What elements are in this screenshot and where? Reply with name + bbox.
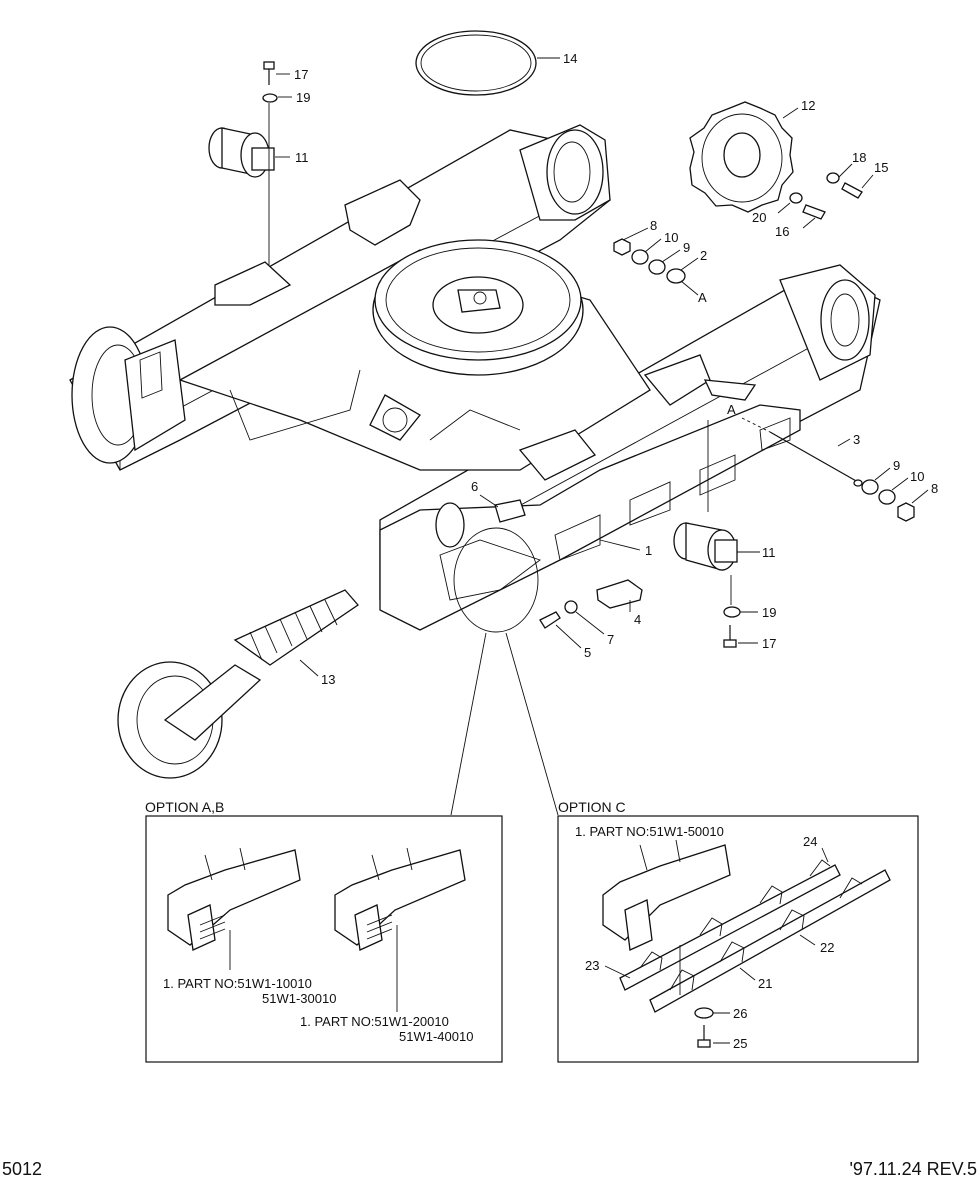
revision-stamp: '97.11.24 REV.5 (849, 1159, 977, 1179)
callout-21: 21 (758, 976, 772, 991)
callout-6: 6 (471, 479, 478, 494)
callout-labels: 14 17 19 11 12 18 15 20 16 8 10 9 2 A A … (294, 51, 938, 687)
sprocket-mount-housing (519, 124, 611, 221)
option-c-part-1: 1. PART NO:51W1-50010 (575, 824, 724, 839)
washer-part-10-bottom (878, 489, 896, 505)
bolt-part-25 (697, 1039, 711, 1048)
washer-part-7 (564, 600, 578, 614)
page-number: 5012 (2, 1159, 42, 1179)
callout-18: 18 (852, 150, 866, 165)
callout-11-upper: 11 (295, 150, 309, 165)
bolt-part-3 (769, 431, 859, 483)
callout-17-lower: 17 (762, 636, 776, 651)
option-ab-part-left-1: 1. PART NO:51W1-10010 (163, 976, 312, 991)
callout-4: 4 (634, 612, 641, 627)
track-guards (214, 179, 757, 481)
callout-8-top: 8 (650, 218, 657, 233)
option-ab-frame-left (167, 847, 301, 951)
bracket-part-4 (596, 579, 643, 609)
washer-part-26 (694, 1007, 714, 1019)
callout-19-lower: 19 (762, 605, 776, 620)
washer-part-19-lower (723, 606, 741, 618)
callout-23: 23 (585, 958, 599, 973)
option-ab-panel: OPTION A,B 1. PART NO:51W1-10010 51W1-30… (145, 799, 503, 1063)
track-frame-end-housing (779, 264, 876, 381)
carrier-roller-upper (208, 127, 275, 178)
callout-9-bottom: 9 (893, 458, 900, 473)
callout-20: 20 (752, 210, 766, 225)
callout-10-top: 10 (664, 230, 678, 245)
callout-24: 24 (803, 834, 817, 849)
callout-10-bottom: 10 (910, 469, 924, 484)
nut-part-8-bottom (897, 502, 915, 522)
washer-part-20 (789, 192, 803, 204)
callout-15: 15 (874, 160, 888, 175)
callout-19-upper: 19 (296, 90, 310, 105)
washer-part-10-top (631, 249, 649, 265)
detail-circle (453, 527, 539, 633)
option-c-panel: OPTION C 1. PART NO:51W1-50010 24 (557, 799, 919, 1063)
callout-2: 2 (700, 248, 707, 263)
callout-9-top: 9 (683, 240, 690, 255)
guide-rail-part-22-24 (649, 869, 891, 1013)
swing-bearing-ring (372, 239, 584, 376)
callout-16: 16 (775, 224, 789, 239)
callout-12: 12 (801, 98, 815, 113)
callout-25: 25 (733, 1036, 747, 1051)
leader-lines (275, 57, 929, 677)
callout-7: 7 (607, 632, 614, 647)
option-ab-frame-right (334, 847, 466, 951)
washer-part-2 (666, 268, 686, 284)
bolt-part-16 (802, 204, 826, 220)
callout-11-lower: 11 (762, 545, 776, 560)
bolt-washer-upper (262, 61, 278, 265)
rear-idler-wheel (71, 326, 186, 464)
washer-part-9-bottom (861, 479, 879, 495)
callout-26: 26 (733, 1006, 747, 1021)
option-ab-part-left-2: 51W1-30010 (262, 991, 336, 1006)
recoil-spring-idler-part-13 (117, 589, 359, 779)
bolt-part-15 (841, 182, 863, 199)
callout-5: 5 (584, 645, 591, 660)
callout-1: 1 (645, 543, 652, 558)
option-ab-part-right-2: 51W1-40010 (399, 1029, 473, 1044)
washer-part-9-top (648, 259, 666, 275)
clip-part-6 (494, 499, 526, 523)
callout-14: 14 (563, 51, 577, 66)
option-ab-title: OPTION A,B (145, 799, 224, 815)
callout-22: 22 (820, 940, 834, 955)
bolt-part-5 (539, 611, 561, 629)
guide-rail-part-21-23 (619, 859, 841, 991)
sprocket-part-12 (689, 101, 794, 213)
callout-A-mid: A (727, 402, 736, 417)
nut-part-8-top (613, 238, 631, 256)
o-ring-part-14 (415, 30, 537, 96)
option-c-frame (602, 839, 731, 951)
carrier-roller-lower (673, 522, 738, 571)
callout-3: 3 (853, 432, 860, 447)
option-ab-part-right-1: 1. PART NO:51W1-20010 (300, 1014, 449, 1029)
washer-part-18 (826, 172, 840, 184)
option-c-title: OPTION C (558, 799, 626, 815)
callout-17-upper: 17 (294, 67, 308, 82)
callout-13: 13 (321, 672, 335, 687)
callout-A-top: A (698, 290, 707, 305)
callout-8-bottom: 8 (931, 481, 938, 496)
